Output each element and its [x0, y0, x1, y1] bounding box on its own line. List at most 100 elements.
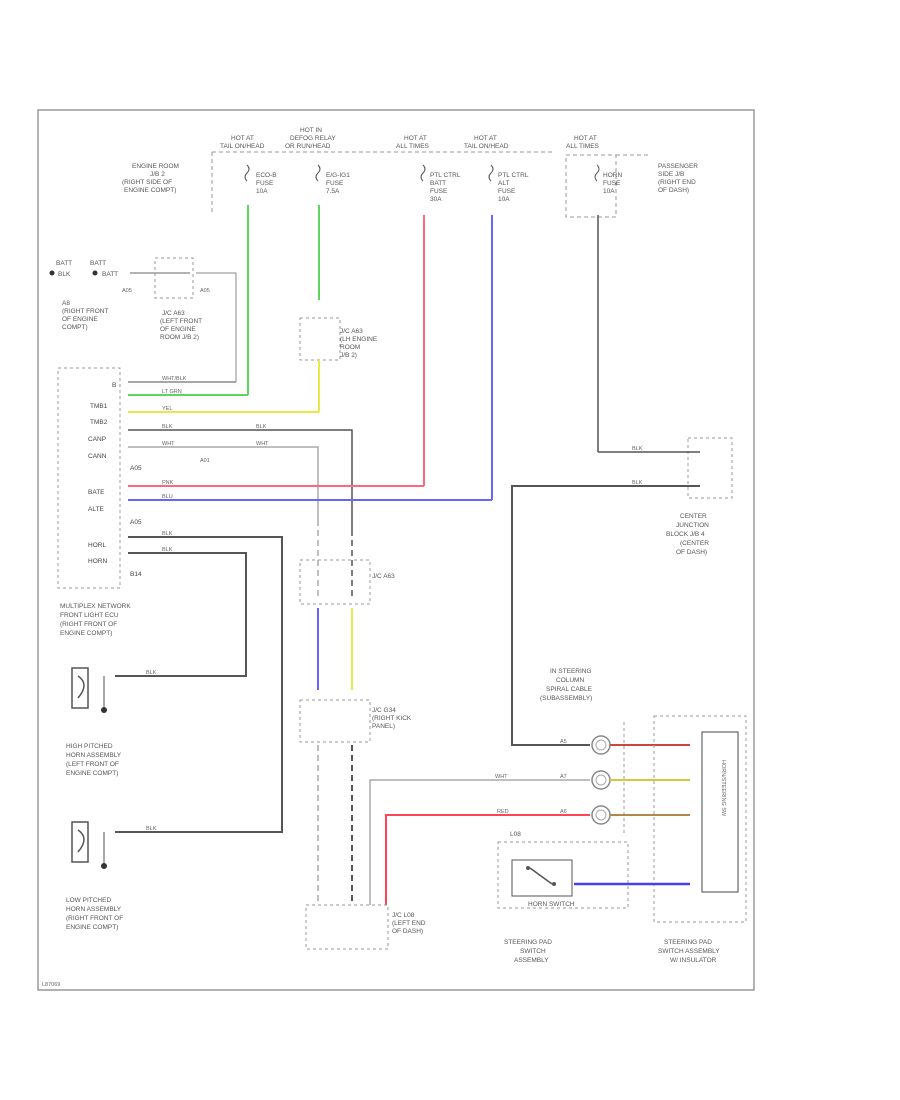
svg-text:A05: A05	[122, 288, 132, 294]
jc-left-end: J/C L08 (LEFT END OF DASH)	[305, 904, 426, 950]
svg-text:ASSEMBLY: ASSEMBLY	[514, 957, 549, 964]
svg-text:HOT AT: HOT AT	[474, 135, 497, 142]
svg-text:(RIGHT FRONT OF: (RIGHT FRONT OF	[60, 621, 117, 628]
multiplex-ecu: B TMB1 TMB2 CANP CANN A05 BATE ALTE A05 …	[57, 367, 142, 589]
fuse-defog: E/G-IG1 FUSE 7.5A	[315, 164, 350, 195]
svg-text:WHT/BLK: WHT/BLK	[162, 376, 187, 382]
svg-text:FUSE: FUSE	[430, 188, 448, 195]
svg-text:SPIRAL CABLE: SPIRAL CABLE	[546, 686, 593, 693]
svg-text:HOT AT: HOT AT	[231, 135, 254, 142]
svg-text:30A: 30A	[430, 196, 442, 203]
svg-text:FUSE: FUSE	[603, 180, 621, 187]
svg-text:(LEFT END: (LEFT END	[392, 920, 426, 927]
jc-mid-upper: J/C A63	[299, 559, 395, 605]
svg-text:OF DASH): OF DASH)	[658, 187, 689, 194]
svg-text:STEERING PAD: STEERING PAD	[664, 939, 712, 946]
svg-text:(RIGHT END: (RIGHT END	[658, 179, 696, 186]
wire-red-to-spiral	[385, 814, 590, 905]
svg-text:ECO-B: ECO-B	[256, 172, 277, 179]
svg-text:ENGINE COMPT): ENGINE COMPT)	[66, 924, 118, 931]
low-horn-icon: BLK	[71, 821, 157, 869]
svg-text:LOW PITCHED: LOW PITCHED	[66, 897, 111, 904]
steering-switch-label: STEERING PAD SWITCH ASSEMBLY W/ INSULATO…	[658, 939, 720, 964]
spiral-cable-coils: A5 A7 A6	[560, 722, 625, 835]
svg-text:FUSE: FUSE	[326, 180, 344, 187]
svg-text:WHT: WHT	[162, 441, 175, 447]
high-horn-icon: BLK	[71, 667, 157, 713]
svg-text:HORN: HORN	[603, 172, 622, 179]
svg-text:TAIL ON/HEAD: TAIL ON/HEAD	[464, 143, 509, 150]
svg-text:BLK: BLK	[256, 424, 267, 430]
low-horn-label: LOW PITCHED HORN ASSEMBLY (RIGHT FRONT O…	[66, 897, 123, 931]
svg-text:SWITCH ASSEMBLY: SWITCH ASSEMBLY	[658, 948, 720, 955]
svg-text:BLK: BLK	[162, 547, 173, 553]
wire-blk-canp	[128, 429, 353, 530]
passenger-jb-label: PASSENGER SIDE J/B (RIGHT END OF DASH)	[616, 154, 698, 194]
svg-text:HORL: HORL	[88, 542, 106, 549]
svg-text:WHT: WHT	[495, 774, 508, 780]
svg-text:COMPT): COMPT)	[62, 324, 88, 331]
jc-right-kick: J/C G34 (RIGHT KICK PANEL)	[299, 699, 412, 743]
batt-connector: BATT BLK BATT BATT A05 A05	[49, 257, 237, 382]
svg-text:SWITCH: SWITCH	[520, 948, 546, 955]
fuse-header-defog: HOT IN DEFOG RELAY OR RUN/HEAD	[285, 127, 336, 150]
svg-text:(RIGHT FRONT OF: (RIGHT FRONT OF	[66, 915, 123, 922]
svg-text:B14: B14	[130, 571, 142, 578]
svg-text:HORN: HORN	[88, 558, 107, 565]
svg-text:10A: 10A	[256, 188, 268, 195]
fuse-ptl-batt: PTL CTRL BATT FUSE 30A	[420, 164, 461, 203]
svg-text:(LEFT FRONT OF: (LEFT FRONT OF	[66, 761, 119, 768]
svg-text:J/B 2): J/B 2)	[340, 352, 357, 359]
svg-text:10A: 10A	[498, 196, 510, 203]
svg-text:BLK: BLK	[162, 531, 173, 537]
svg-text:PTL CTRL: PTL CTRL	[498, 172, 529, 179]
svg-text:PANEL): PANEL)	[372, 723, 395, 730]
svg-text:HORN SWITCH: HORN SWITCH	[528, 901, 575, 908]
svg-text:LT GRN: LT GRN	[162, 389, 182, 395]
svg-text:A05: A05	[200, 288, 210, 294]
svg-text:HORN/STEERING SW: HORN/STEERING SW	[720, 760, 726, 817]
svg-text:OR RUN/HEAD: OR RUN/HEAD	[285, 143, 331, 150]
svg-text:J/B 2: J/B 2	[150, 171, 165, 178]
svg-text:J/C A63: J/C A63	[340, 328, 363, 335]
svg-text:BLK: BLK	[146, 670, 157, 676]
svg-text:HORN ASSEMBLY: HORN ASSEMBLY	[66, 752, 122, 759]
svg-text:FUSE: FUSE	[256, 180, 274, 187]
svg-text:PASSENGER: PASSENGER	[658, 163, 698, 170]
svg-text:7.5A: 7.5A	[326, 188, 340, 195]
jc-engine-room-label: J/C A63 (LEFT FRONT OF ENGINE ROOM J/B 2…	[160, 310, 202, 341]
svg-text:BLK: BLK	[162, 424, 173, 430]
svg-text:HIGH PITCHED: HIGH PITCHED	[66, 743, 113, 750]
svg-text:STEERING PAD: STEERING PAD	[504, 939, 552, 946]
svg-text:COLUMN: COLUMN	[556, 677, 584, 684]
svg-text:E/G-IG1: E/G-IG1	[326, 172, 350, 179]
fuse-header-tail-1: HOT AT TAIL ON/HEAD	[220, 135, 265, 150]
horn-switch-assy-label: STEERING PAD SWITCH ASSEMBLY	[504, 939, 552, 964]
fuse-horn: HORN FUSE 10A	[565, 154, 622, 218]
ecu-name-label: MULTIPLEX NETWORK FRONT LIGHT ECU (RIGHT…	[60, 603, 131, 637]
svg-text:BLK: BLK	[58, 271, 71, 278]
svg-text:ROOM: ROOM	[340, 344, 360, 351]
center-jb-label: CENTER JUNCTION BLOCK J/B 4 (CENTER OF D…	[666, 513, 709, 556]
svg-text:ENGINE COMPT): ENGINE COMPT)	[66, 770, 118, 777]
svg-text:BLK: BLK	[632, 480, 643, 486]
svg-text:BATT: BATT	[56, 260, 72, 267]
svg-text:J/C L08: J/C L08	[392, 912, 415, 919]
svg-text:ENGINE ROOM: ENGINE ROOM	[132, 163, 179, 170]
svg-text:J/C G34: J/C G34	[372, 707, 396, 714]
svg-text:A8: A8	[62, 300, 70, 307]
spiral-cable-label: IN STEERING COLUMN SPIRAL CABLE (SUBASSE…	[540, 668, 593, 702]
svg-text:BLK: BLK	[632, 446, 643, 452]
svg-text:A05: A05	[130, 465, 142, 472]
svg-text:A01: A01	[200, 458, 210, 464]
svg-text:TMB1: TMB1	[90, 403, 108, 410]
svg-text:(LH ENGINE: (LH ENGINE	[340, 336, 378, 343]
svg-text:OF ENGINE: OF ENGINE	[62, 316, 98, 323]
svg-text:CENTER: CENTER	[680, 513, 707, 520]
svg-text:WHT: WHT	[256, 441, 269, 447]
svg-text:B: B	[112, 382, 116, 389]
svg-text:ALTE: ALTE	[88, 506, 104, 513]
svg-text:A7: A7	[560, 774, 567, 780]
svg-text:OF DASH): OF DASH)	[676, 549, 707, 556]
svg-text:10A: 10A	[603, 188, 615, 195]
